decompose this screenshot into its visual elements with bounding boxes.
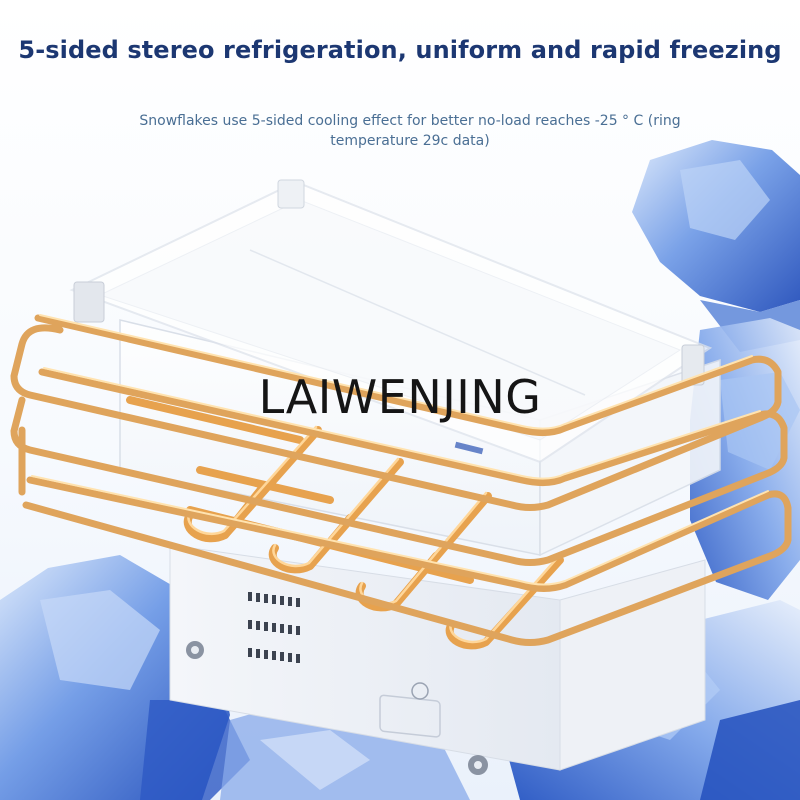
control-knob-icon [411,682,429,700]
cooling-tube-rings-highlight [31,314,769,586]
vent-grille [248,592,300,663]
brand-watermark: LAIWENJING [258,370,542,424]
cooling-tube-rings [10,314,792,646]
caster-wheel-icon [186,641,488,775]
headline: 5-sided stereo refrigeration, uniform an… [18,36,782,64]
subline: Snowflakes use 5-sided cooling effect fo… [139,113,681,149]
freezer-cabinet [69,179,721,557]
